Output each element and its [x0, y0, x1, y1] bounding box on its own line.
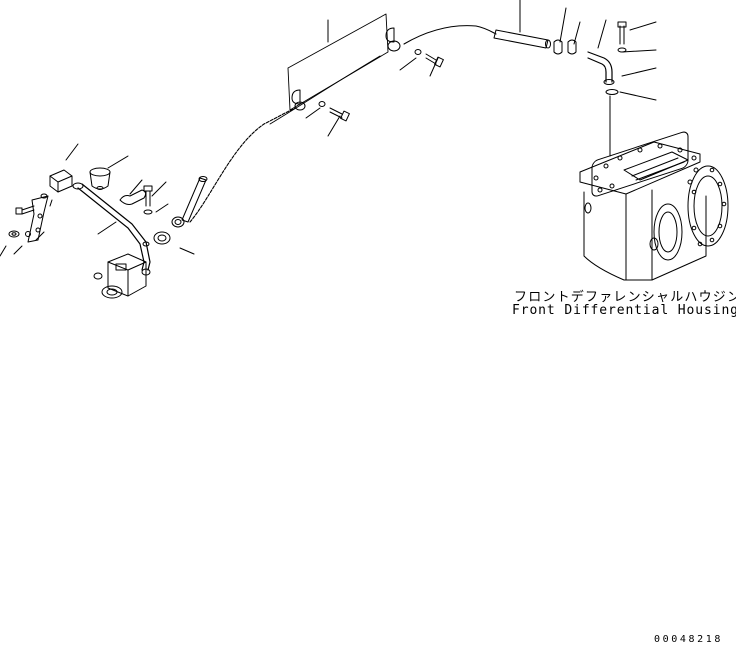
housing-label-japanese: フロントデファレンシャルハウジング: [514, 290, 736, 305]
elbow-pipe: [587, 21, 627, 95]
mounting-bracket: [287, 13, 401, 111]
hose-sections: [181, 29, 551, 223]
breather-tube: [189, 25, 497, 223]
leader-lines: [0, 0, 657, 257]
hose-clips: [553, 39, 577, 55]
housing-label-english: Front Differential Housing: [512, 303, 736, 318]
left-components: [8, 167, 185, 299]
bracket-bolts: [318, 49, 444, 122]
differential-housing: [579, 131, 729, 281]
drawing-number: 00048218: [654, 634, 723, 645]
